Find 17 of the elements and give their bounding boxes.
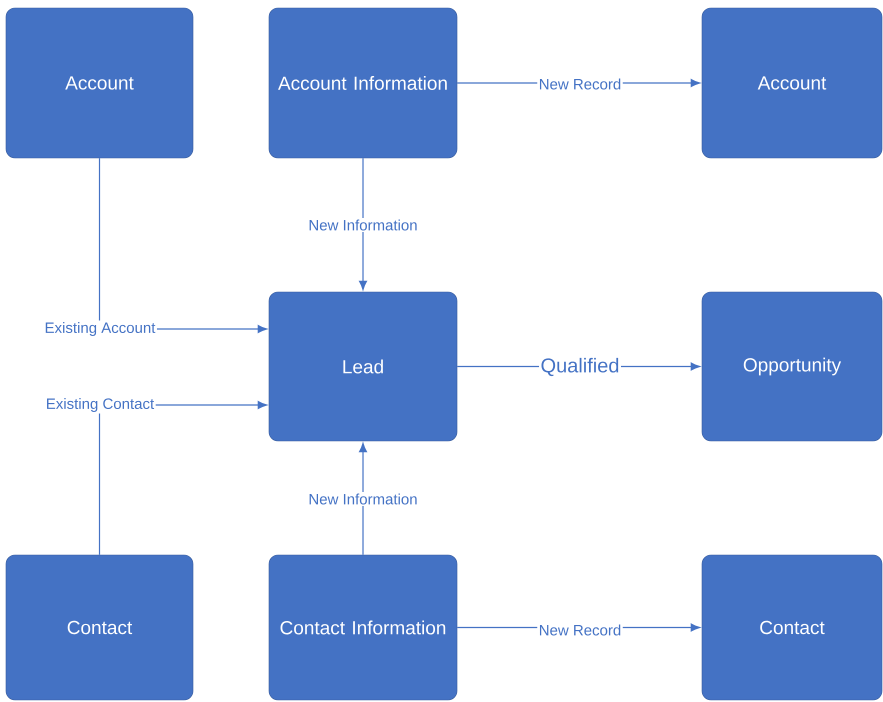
process-box: Lead bbox=[268, 292, 458, 442]
process-box: Contact bbox=[702, 554, 882, 700]
arrow bbox=[359, 442, 368, 555]
process-box: Account Information bbox=[268, 8, 458, 158]
process-box: Account bbox=[6, 8, 194, 158]
arrow bbox=[359, 158, 368, 290]
edge-label: Qualified bbox=[539, 356, 621, 378]
process-box: Contact bbox=[6, 554, 194, 700]
edge-label: Existing Account bbox=[43, 320, 157, 338]
edge-label: Existing Contact bbox=[44, 396, 156, 414]
edge-label: New Information bbox=[306, 492, 420, 506]
edge-label: New Information bbox=[306, 218, 420, 232]
edge-label: New Record bbox=[537, 76, 623, 91]
process-box: Contact Information bbox=[268, 554, 458, 700]
process-box: Account bbox=[702, 8, 882, 158]
edge-label: New Record bbox=[537, 623, 623, 637]
process-box: Opportunity bbox=[702, 292, 882, 442]
